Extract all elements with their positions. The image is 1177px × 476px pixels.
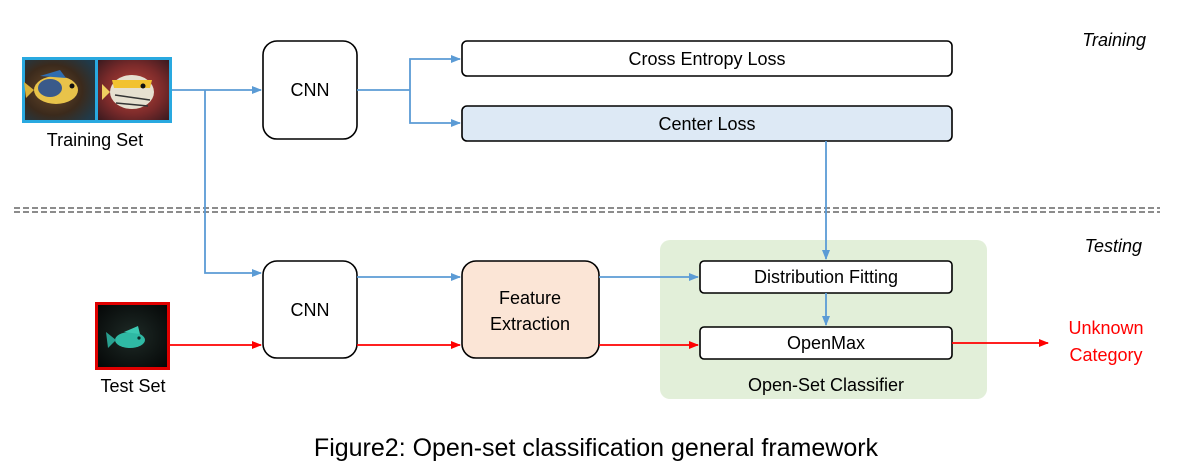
fish-image-butterflyfish — [24, 60, 95, 120]
center-loss-label: Center Loss — [658, 114, 755, 134]
testing-flow-arrows — [170, 339, 1049, 349]
test-set-label: Test Set — [100, 376, 165, 396]
fish-image-angelfish — [98, 60, 169, 120]
arrow-trainset-to-test-cnn — [204, 90, 262, 277]
feature-extraction-box — [461, 260, 600, 359]
feature-extraction-label-line2: Extraction — [490, 314, 570, 334]
testing-section-title: Testing — [1085, 236, 1142, 256]
testing-cnn-box — [262, 260, 358, 359]
test-set-image — [95, 302, 170, 370]
fish-image-green-chromis — [98, 305, 167, 367]
figure-caption: Figure2: Open-set classification general… — [314, 434, 879, 462]
training-cnn-label: CNN — [291, 80, 330, 100]
center-loss-box — [461, 105, 953, 142]
distribution-fitting-label: Distribution Fitting — [754, 267, 898, 287]
feature-extraction-label-line1: Feature — [499, 288, 561, 308]
unknown-category-label-line1: Unknown — [1068, 318, 1143, 338]
training-set-label: Training Set — [47, 130, 143, 150]
openmax-label: OpenMax — [787, 333, 865, 353]
training-set-images — [22, 57, 172, 123]
cross-entropy-loss-box — [461, 40, 953, 77]
training-section-title: Training — [1082, 30, 1146, 50]
arrow-to-center-loss — [409, 90, 461, 127]
arrow-to-cross-entropy — [409, 55, 461, 90]
open-set-classifier-label: Open-Set Classifier — [748, 375, 904, 395]
unknown-category-label-line2: Category — [1069, 345, 1142, 365]
cross-entropy-loss-label: Cross Entropy Loss — [628, 49, 785, 69]
testing-cnn-label: CNN — [291, 300, 330, 320]
training-flow-arrows — [172, 55, 830, 326]
